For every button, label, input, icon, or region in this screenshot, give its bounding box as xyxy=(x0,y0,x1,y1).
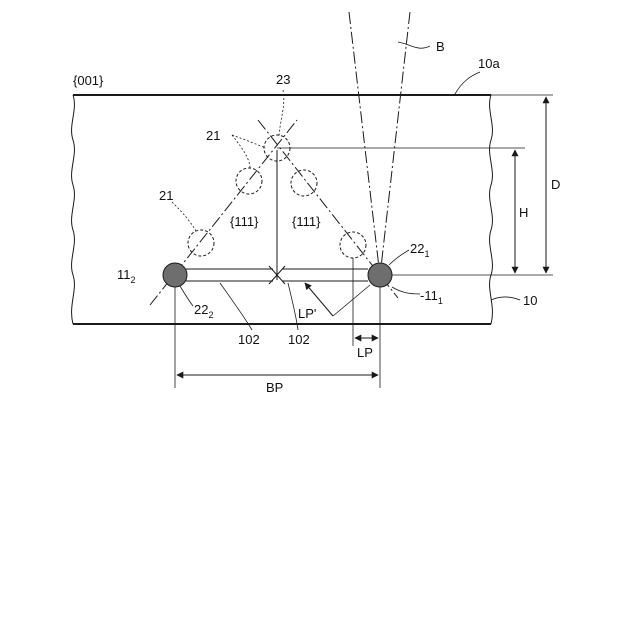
spot-label-21-lower: 21 xyxy=(159,188,173,203)
crack-label-left: 102 xyxy=(238,332,260,347)
dimension-H-label: H xyxy=(519,205,528,220)
beam-label: B xyxy=(436,39,445,54)
dimension-D-label: D xyxy=(551,177,560,192)
substrate-label: 10 xyxy=(523,293,537,308)
filled-spot-left xyxy=(163,263,187,287)
leader-beam xyxy=(398,42,430,48)
lp-prime-label: LP' xyxy=(298,306,316,321)
spot-label-21-upper: 21 xyxy=(206,128,220,143)
crystal-plane-label-right: {111} xyxy=(292,214,321,229)
crack-label-right: 102 xyxy=(288,332,310,347)
leader-10 xyxy=(491,297,520,300)
bp-label: BP xyxy=(266,380,283,395)
point-label-23: 23 xyxy=(276,72,290,87)
surface-label: 10a xyxy=(478,56,500,71)
crystal-plane-label-left: {111} xyxy=(230,214,259,229)
lp-label: LP xyxy=(357,345,373,360)
leader-10a xyxy=(455,72,480,94)
plane-label: {001} xyxy=(73,73,104,88)
filled-spot-right xyxy=(368,263,392,287)
